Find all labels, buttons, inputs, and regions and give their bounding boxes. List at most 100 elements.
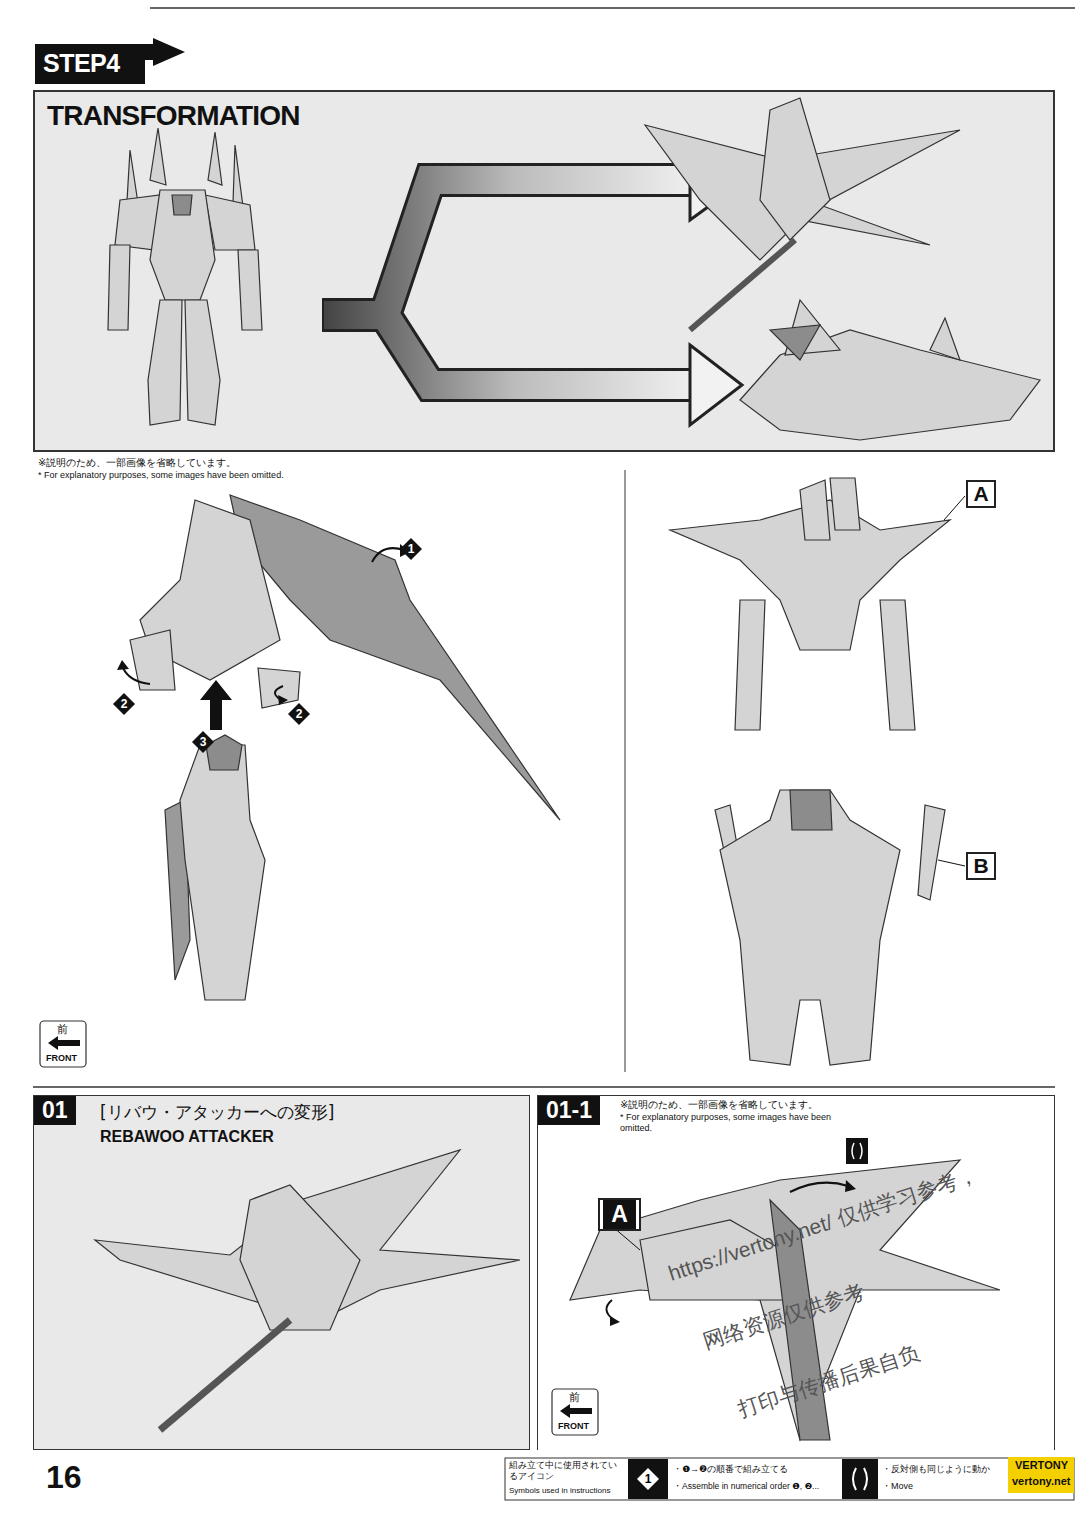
step-panel-text: 01	[34, 1096, 76, 1125]
step01-1-illustration-part	[790, 1183, 848, 1192]
robot-mode-part	[150, 128, 166, 185]
front-icon-part	[560, 1404, 592, 1418]
attacker-mode-part	[740, 330, 1040, 440]
page-frame-part	[624, 470, 625, 1072]
part-letter: A	[966, 480, 996, 508]
step01-1-illustration-part	[610, 1316, 620, 1326]
diamond-shape	[192, 731, 214, 753]
callout-number: 3	[192, 731, 214, 753]
diamond-shape	[637, 1468, 659, 1490]
exploded-parts-part	[117, 660, 129, 670]
front-icon	[40, 1021, 598, 1435]
separated-parts-part	[880, 600, 915, 730]
watermark: https://vertony.net/ 仅供学习参考，	[665, 1162, 981, 1286]
logo-text: VERTONY	[1015, 1459, 1068, 1472]
robot-mode-part	[208, 132, 222, 185]
transform-arrow-part	[324, 180, 702, 385]
note: ※説明のため、一部画像を省略しています。	[38, 457, 236, 469]
step-panel: 01 [リバウ・アタッカーへの変形] REBAWOO ATTACKER	[33, 1095, 530, 1450]
footer-text: Symbols used in instructions	[509, 1486, 610, 1496]
overview-panel-text: TRANSFORMATION	[47, 100, 300, 132]
part-letter-text: B	[973, 854, 988, 878]
step01-1-illustration-part	[852, 1143, 862, 1159]
overview-panel: TRANSFORMATION	[33, 90, 1055, 452]
separated-parts-part	[720, 790, 900, 1065]
callout-icon: 1	[637, 1468, 659, 1490]
front-icon-part	[40, 1021, 86, 1067]
front-label: 前	[569, 1391, 580, 1404]
watermark: 网络资源仅供参考	[700, 1278, 868, 1354]
exploded-parts-part	[123, 668, 150, 684]
note: * For explanatory purposes, some images …	[38, 470, 284, 481]
step01-illustration-part	[160, 1320, 290, 1430]
page-frame-part	[1008, 1457, 1074, 1493]
front-label: FRONT	[558, 1421, 589, 1432]
footer-text: 組み立て中に使用されているアイコン	[509, 1460, 625, 1482]
page-frame-part	[853, 1468, 867, 1490]
page-frame-part	[34, 1096, 529, 1449]
step01-illustration	[95, 1150, 520, 1430]
exploded-parts-part	[230, 495, 560, 820]
exploded-parts-part	[278, 695, 288, 705]
separated-parts-part	[944, 496, 965, 520]
step-banner-text: STEP4	[43, 49, 120, 78]
step01-1-illustration-part	[846, 1138, 868, 1164]
callout-number-text: 1	[408, 542, 415, 556]
front-icon-part	[552, 1389, 598, 1435]
callout-number: 2	[288, 703, 310, 725]
transform-arrow-part	[322, 180, 700, 385]
robot-mode-part	[150, 190, 215, 300]
robot-mode-part	[108, 245, 130, 330]
attacker-mode	[645, 98, 1040, 440]
page-frame	[33, 8, 1075, 1500]
callout-number: 1	[400, 538, 422, 560]
page-number: 16	[46, 1458, 82, 1496]
diamond-shape	[400, 538, 422, 560]
page-frame-part	[842, 1459, 878, 1499]
footer-text: ・反対側も同じように動か	[882, 1464, 990, 1475]
front-label: FRONT	[46, 1053, 77, 1064]
transform-arrow	[322, 140, 745, 425]
step01-1-illustration-part	[570, 1160, 1000, 1440]
page-frame-part	[34, 91, 1054, 451]
callout-number-text: 3	[200, 735, 207, 749]
step-banner: STEP4	[35, 38, 185, 84]
footer-text: ・Move	[882, 1481, 913, 1492]
callout-number: 2	[113, 693, 135, 715]
callout-number-text: 2	[121, 697, 128, 711]
diamond-shape	[113, 693, 135, 715]
part-letter-text: A	[973, 482, 988, 506]
step-title: [リバウ・アタッカーへの変形]	[100, 1101, 334, 1124]
step-title: REBAWOO ATTACKER	[100, 1128, 274, 1146]
footer-text: ・Assemble in numerical order ❶, ❷...	[673, 1481, 819, 1491]
step01-1-illustration-part	[845, 1180, 856, 1192]
step01-illustration-part	[240, 1185, 360, 1330]
exploded-parts	[117, 495, 560, 1000]
callout-number-text: 2	[296, 707, 303, 721]
exploded-parts-part	[258, 668, 300, 708]
robot-mode-part	[238, 250, 262, 330]
part-letter: B	[966, 852, 996, 880]
page-frame-part	[628, 1459, 668, 1499]
robot-mode-part	[172, 195, 192, 215]
diamond-shape	[288, 703, 310, 725]
front-label: 前	[57, 1023, 68, 1036]
transform-arrow-part	[690, 345, 742, 425]
part-letter: A	[598, 1198, 641, 1231]
callout-icon-text: 1	[645, 1472, 652, 1486]
exploded-parts-part	[200, 680, 232, 730]
part-letter-text: A	[603, 1200, 636, 1229]
page-frame-part	[33, 1086, 1055, 1088]
page-frame-part	[505, 1458, 1074, 1500]
page-frame-part	[150, 7, 1075, 9]
note: * For explanatory purposes, some images …	[620, 1112, 852, 1134]
exploded-parts-part	[372, 548, 404, 562]
robot-mode-part	[185, 300, 220, 425]
separated-parts-part	[735, 600, 765, 730]
separated-parts	[670, 478, 965, 1065]
attacker-mode-part	[690, 240, 795, 330]
logo-text: vertony.net	[1012, 1475, 1070, 1488]
separated-parts-part	[830, 478, 860, 530]
banner-shape	[35, 38, 185, 84]
separated-parts-part	[790, 790, 832, 830]
